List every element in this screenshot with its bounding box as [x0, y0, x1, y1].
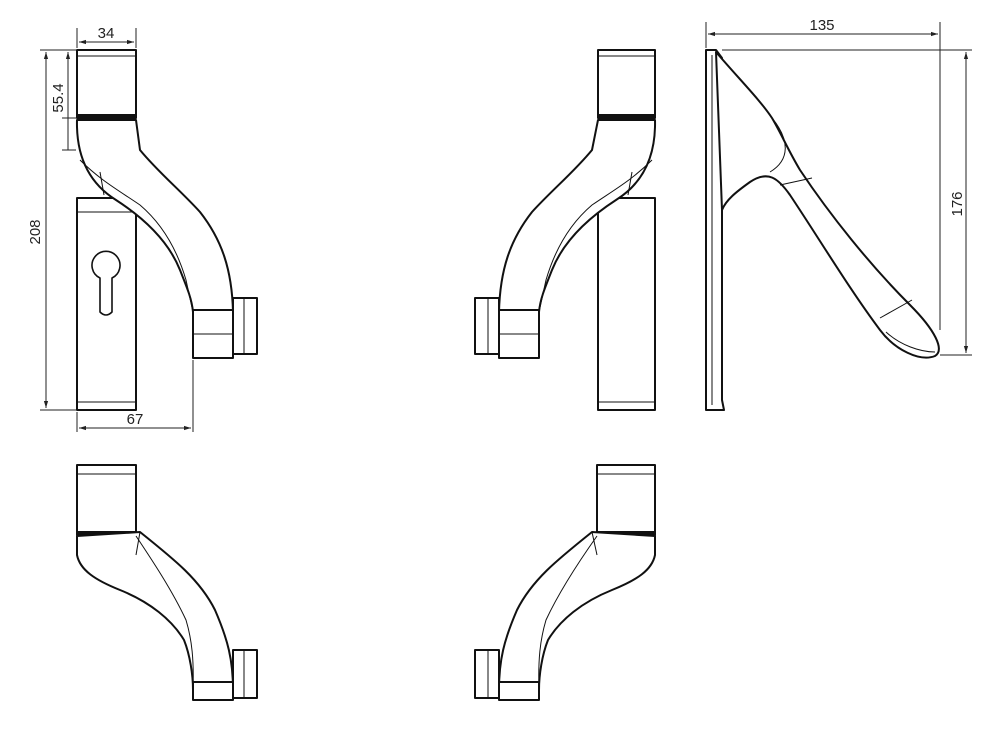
front-left-view — [75, 49, 258, 411]
front-right-view — [474, 49, 657, 411]
top-block — [597, 49, 656, 119]
top-block — [596, 464, 656, 536]
handle-arm — [498, 119, 657, 313]
side-dimensions: 135 176 — [705, 17, 972, 356]
top-block — [76, 49, 137, 119]
top-right-view — [474, 464, 656, 701]
dim-top-width: 34 — [98, 25, 115, 42]
dim-neck-height: 55.4 — [50, 83, 67, 112]
end-cap — [498, 681, 540, 701]
keyhole-icon — [91, 250, 121, 316]
dim-side-height: 176 — [949, 191, 966, 216]
handle-arm — [76, 531, 234, 691]
handle-arm — [498, 531, 656, 691]
side-view — [705, 49, 940, 411]
dim-total-width: 67 — [127, 411, 144, 428]
dim-total-height: 208 — [27, 219, 44, 244]
top-left-view — [76, 464, 258, 701]
front-left-dimensions: 34 208 55.4 67 — [27, 25, 194, 432]
end-cap — [192, 681, 234, 701]
dim-side-depth: 135 — [809, 17, 834, 34]
handle-arm — [75, 119, 234, 313]
top-block — [76, 464, 137, 536]
side-lever — [715, 51, 940, 359]
backplate — [597, 197, 656, 411]
